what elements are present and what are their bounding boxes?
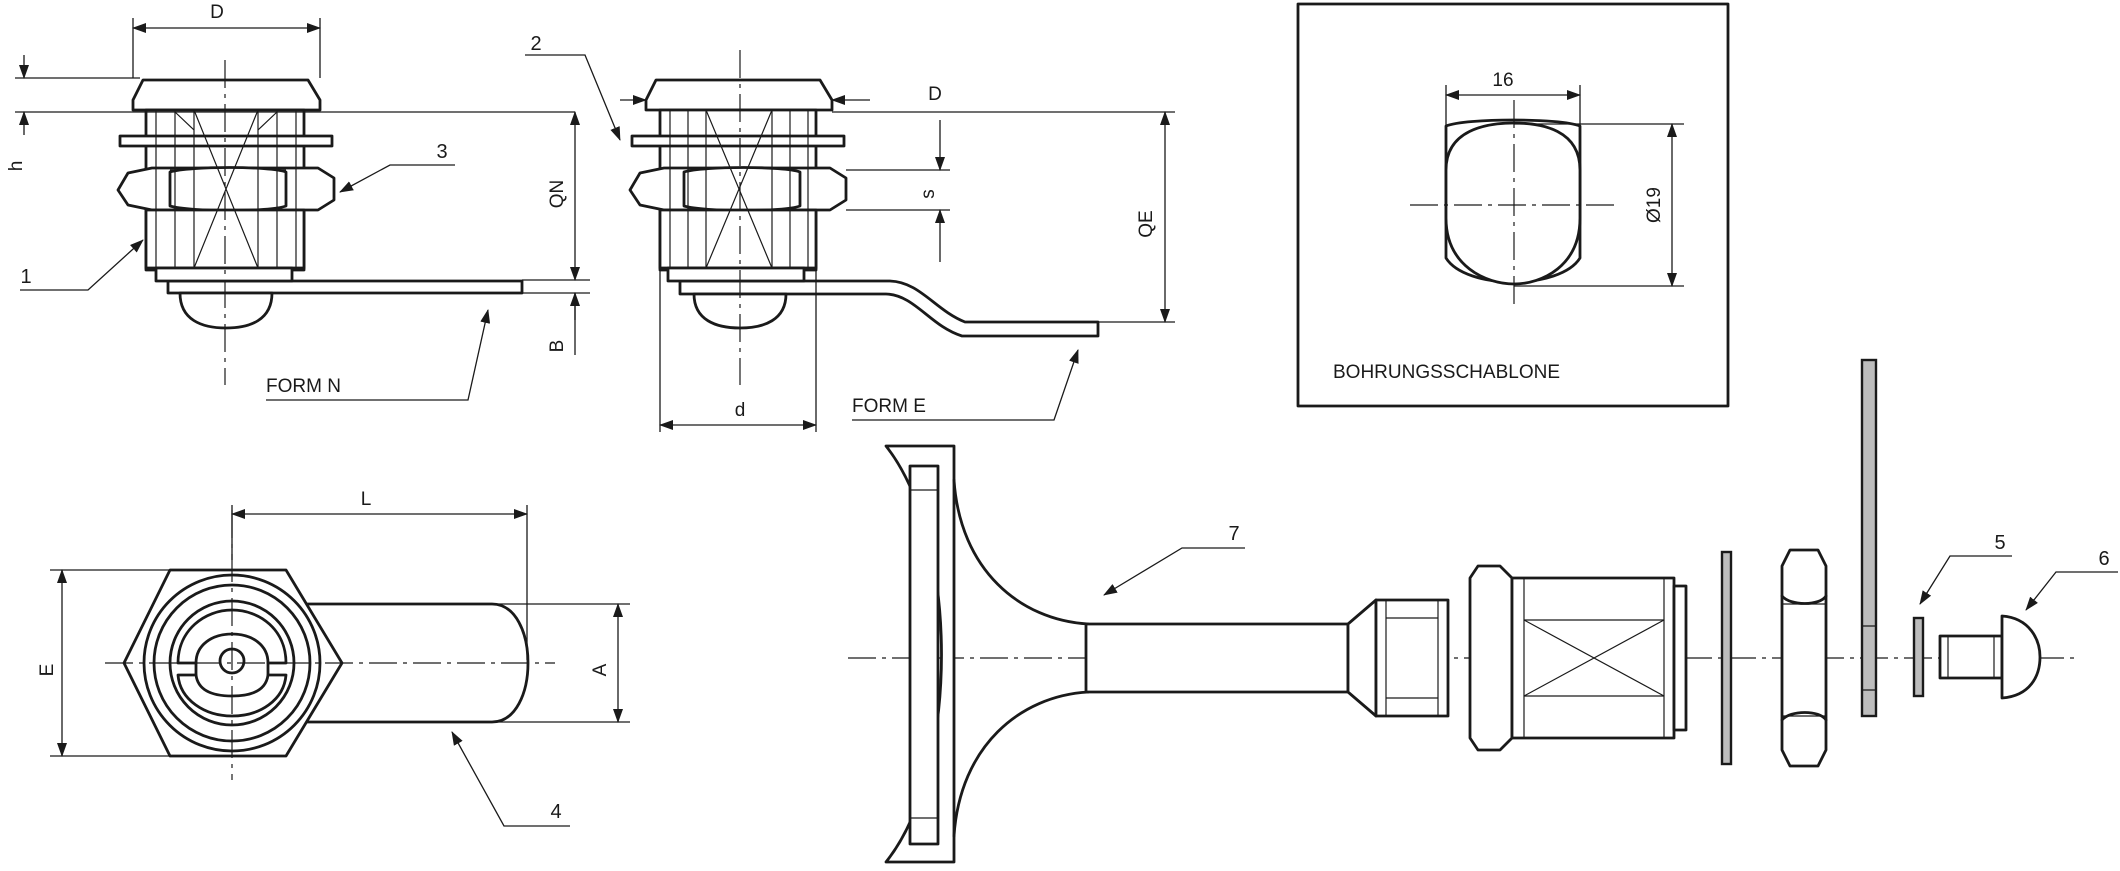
dim-label-a: A: [590, 663, 611, 676]
dim-label-qe: QE: [1136, 210, 1157, 237]
dim-label-b: B: [547, 340, 568, 353]
callout-5: 5: [1994, 532, 2005, 554]
mounting-plate: [1860, 358, 1878, 718]
callout-2: 2: [530, 33, 541, 55]
dim-label-dia19: Ø19: [1644, 187, 1665, 223]
dim-label-16: 16: [1492, 70, 1513, 91]
lock-barrel-flange: [1468, 564, 1514, 752]
label-form-n: FORM N: [266, 376, 341, 397]
dim-label-qn: QN: [547, 180, 568, 209]
mounting-washer: [118, 134, 334, 148]
cam-form-n: [166, 279, 524, 295]
t-handle-shaft: [1084, 622, 1350, 694]
dim-label-d-left: D: [210, 2, 224, 23]
dim-label-l: L: [361, 489, 372, 510]
callout-6: 6: [2098, 548, 2109, 570]
dim-label-s: s: [918, 189, 939, 199]
dim-label-h: h: [6, 161, 27, 172]
exploded-assembly: 7 5 6: [848, 358, 2118, 864]
form-n-side-view: D h QN B 1 3 FORM N: [6, 2, 590, 401]
label-form-e: FORM E: [852, 396, 926, 417]
template-title: BOHRUNGSSCHABLONE: [1333, 362, 1560, 383]
hole-template-box: 16 Ø19 BOHRUNGSSCHABLONE: [1296, 2, 1730, 408]
front-view: L E A 4: [37, 489, 630, 827]
thin-washer: [1720, 550, 1733, 766]
screw-head: [2000, 614, 2042, 700]
callout-4: 4: [550, 801, 561, 823]
cam-form-e: [678, 279, 1100, 338]
dim-label-e: E: [37, 664, 58, 677]
small-washer: [1912, 616, 1925, 698]
screw-dome: [178, 291, 274, 330]
form-e-side-view: D 2 s QE d FORM E: [525, 33, 1175, 432]
key-housing: [1374, 598, 1450, 718]
dim-label-d-mid: D: [928, 84, 942, 105]
callout-1: 1: [20, 266, 31, 288]
screw-shank: [1938, 634, 2004, 680]
callout-7: 7: [1228, 523, 1239, 545]
dim-label-d-small: d: [735, 400, 746, 421]
cap-head: [131, 78, 322, 112]
callout-3: 3: [436, 141, 447, 163]
exploded-hex-nut: [1780, 548, 1828, 768]
